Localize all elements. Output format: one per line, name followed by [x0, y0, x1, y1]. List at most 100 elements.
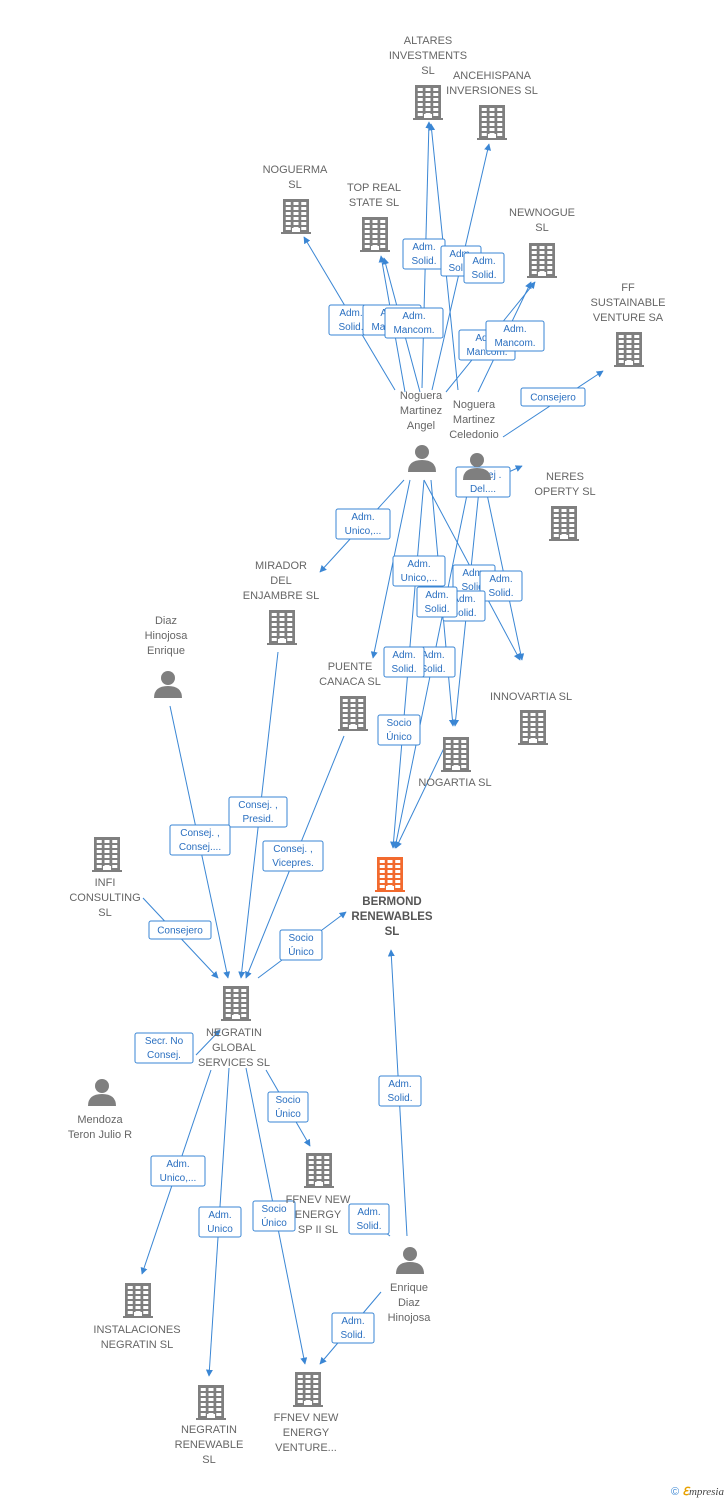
edge-label-negratin-instalaciones[interactable]: Adm.Unico,...: [150, 1155, 206, 1187]
node-innovartia[interactable]: INNOVARTIA SL: [490, 691, 572, 745]
edge-label-text: Solid.: [391, 664, 416, 675]
edge-label-nogueraangel-noguerma[interactable]: Adm.Solid.: [328, 304, 374, 336]
person-icon[interactable]: [463, 453, 491, 480]
edge-label-nogueraangel-mirador[interactable]: Adm.Unico,...: [335, 508, 391, 540]
edge-label-enriquediaz-ffnevventure[interactable]: Adm.Solid.: [331, 1312, 375, 1344]
person-icon[interactable]: [396, 1247, 424, 1274]
edge-label-nogueraangel-bermond[interactable]: Adm.Solid.: [416, 586, 458, 618]
edge-label-noguerceledonio-innovartia[interactable]: Adm.Solid.: [479, 570, 523, 602]
edge-label-diazenrique-negratin[interactable]: Consej. ,Consej....: [169, 824, 231, 856]
footer-brand[interactable]: © ℇmpresia: [671, 1485, 724, 1498]
node-nogartia[interactable]: NOGARTIA SL: [418, 737, 492, 789]
edge-label-enriquediaz-bermond[interactable]: Adm.Solid.: [378, 1075, 422, 1107]
building-icon[interactable]: [92, 837, 122, 872]
edge-label-nogueraangel-ancehispana[interactable]: Adm.Solid.: [463, 252, 505, 284]
building-icon[interactable]: [413, 85, 443, 120]
node-label[interactable]: INNOVARTIA SL: [490, 691, 572, 703]
edge-label-text: Solid.: [424, 604, 449, 615]
building-icon[interactable]: [527, 243, 557, 278]
edge-label-negratin-negratinrenew[interactable]: Adm.Unico: [198, 1206, 242, 1238]
edge-label-noguerceledonio-ffsustainable[interactable]: Consejero: [520, 387, 586, 407]
building-icon[interactable]: [375, 857, 405, 892]
building-icon[interactable]: [221, 986, 251, 1021]
edge-label-noguerceledonio-topreal[interactable]: Adm.Mancom.: [384, 307, 444, 339]
building-icon[interactable]: [614, 332, 644, 367]
building-icon[interactable]: [338, 696, 368, 731]
edge-nogartia-bermond: [395, 745, 446, 849]
edge-label-noguerceledonio-newnogue[interactable]: Adm.Mancom.: [485, 320, 545, 352]
building-icon[interactable]: [549, 506, 579, 541]
edge-label-puente-negratin[interactable]: Consej. ,Vicepres.: [262, 840, 324, 872]
edge-label-enriquediaz-ffnev2[interactable]: Adm.Solid.: [348, 1203, 390, 1235]
edge-noguerceledonio-innovartia: [483, 479, 525, 661]
building-icon[interactable]: [293, 1372, 323, 1407]
building-icon[interactable]: [304, 1153, 334, 1188]
building-icon[interactable]: [477, 105, 507, 140]
person-icon[interactable]: [408, 445, 436, 472]
building-icon[interactable]: [196, 1385, 226, 1420]
person-icon[interactable]: [154, 671, 182, 698]
edge-label-nogueraangel-altares[interactable]: Adm.Solid.: [402, 238, 446, 270]
building-icon[interactable]: [123, 1283, 153, 1318]
building-icon[interactable]: [281, 199, 311, 234]
edge-label-text: Adm.: [357, 1207, 380, 1218]
node-label[interactable]: NOGARTIA SL: [418, 777, 491, 789]
edge-label-nogueraangel-puente[interactable]: Adm.Unico,...: [392, 555, 446, 587]
building-icon[interactable]: [441, 737, 471, 772]
edge-label-noguerceledonio-bermond[interactable]: Adm.Solid.: [383, 646, 425, 678]
building-icon[interactable]: [518, 710, 548, 745]
building-icon[interactable]: [267, 610, 297, 645]
person-icon[interactable]: [88, 1079, 116, 1106]
edge-label-mirador-negratin[interactable]: Consej. ,Presid.: [228, 796, 288, 828]
building-icon[interactable]: [360, 217, 390, 252]
edge-label-infi-negratin[interactable]: Consejero: [148, 920, 212, 940]
